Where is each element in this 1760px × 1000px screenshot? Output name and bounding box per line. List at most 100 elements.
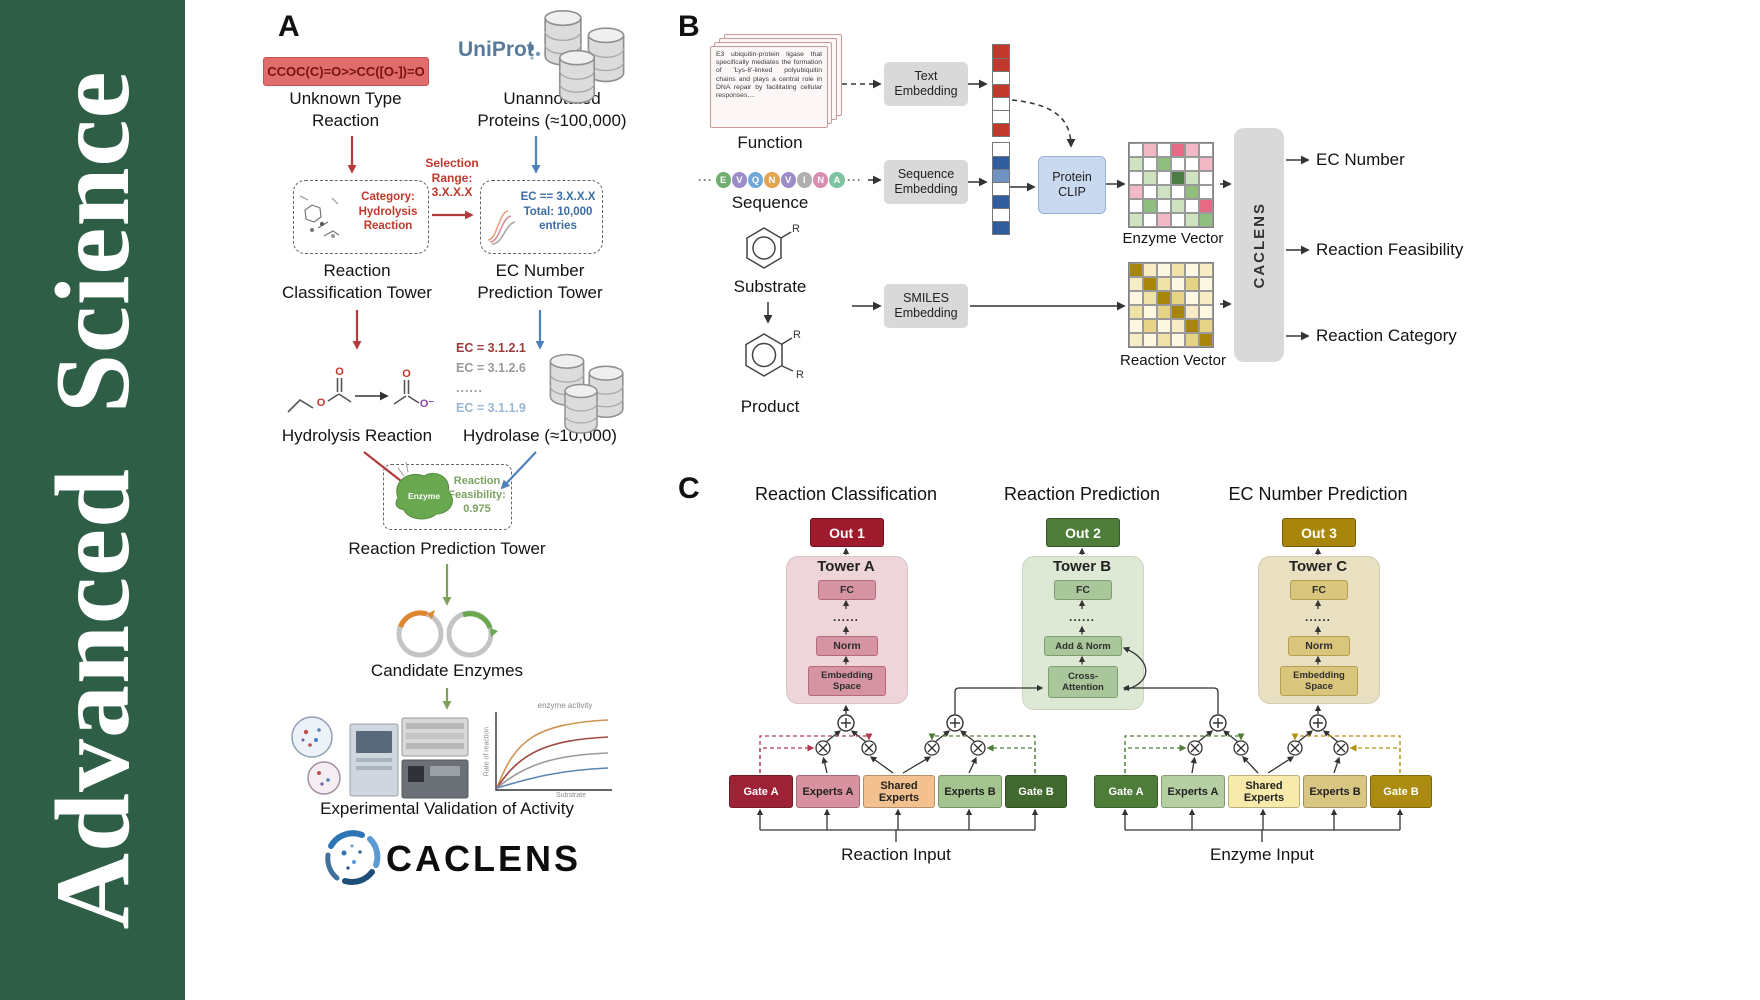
vector-cell xyxy=(993,58,1009,71)
sequence-embedding-box: Sequence Embedding xyxy=(884,160,968,204)
enzyme-input-label: Enzyme Input xyxy=(1210,845,1314,864)
output-reaction-category: Reaction Category xyxy=(1316,326,1457,345)
grid-cell xyxy=(1157,171,1171,185)
vector-cell xyxy=(993,182,1009,195)
grid-cell xyxy=(1157,333,1171,347)
unknown-reaction-label: Unknown Type Reaction xyxy=(289,89,402,130)
tower-b-add-norm: Add & Norm xyxy=(1044,636,1122,656)
ec-item: EC = 3.1.2.6 xyxy=(456,361,526,375)
gate-connectors xyxy=(759,733,1401,773)
oxygen-atom-label: O xyxy=(335,366,344,378)
grid-cell xyxy=(1185,277,1199,291)
grid-cell xyxy=(1129,291,1143,305)
grid-cell xyxy=(1199,157,1213,171)
grid-cell xyxy=(1129,319,1143,333)
grid-cell xyxy=(1185,305,1199,319)
substituent-label: R xyxy=(796,369,804,381)
category-label: Category: Hydrolysis Reaction xyxy=(358,191,418,232)
hydrolase-label: Hydrolase (≈10,000) xyxy=(463,426,617,445)
grid-cell xyxy=(1171,291,1185,305)
vector-cell xyxy=(993,208,1009,221)
vector-cell xyxy=(993,110,1009,123)
ec-item: EC = 3.1.2.1 xyxy=(456,341,526,355)
substituent-label: R xyxy=(793,329,801,341)
grid-cell xyxy=(1171,319,1185,333)
tower-b-fc: FC xyxy=(1054,580,1112,600)
grid-cell xyxy=(1129,143,1143,157)
grid-cell xyxy=(1157,291,1171,305)
tower-b-cross-attention: Cross- Attention xyxy=(1048,666,1118,698)
out2-box: Out 2 xyxy=(1046,518,1120,547)
candidate-enzymes-label: Candidate Enzymes xyxy=(370,661,524,680)
caclens-wordmark: CACLENS xyxy=(386,838,582,879)
experts-a-left: Experts A xyxy=(796,775,860,808)
residue-circle: N xyxy=(764,172,780,188)
ec-prediction-tower-label: EC Number Prediction Tower xyxy=(477,261,603,302)
selection-range-label: Selection Range: 3.X.X.X xyxy=(425,156,479,199)
sequence-label: Sequence xyxy=(731,193,809,212)
vector-cell xyxy=(993,143,1009,156)
residue-circle: I xyxy=(796,172,812,188)
residue-circle: A xyxy=(829,172,845,188)
grid-cell xyxy=(1185,185,1199,199)
enzyme-vector-label: Enzyme Vector xyxy=(1122,230,1224,247)
gate-a-right: Gate A xyxy=(1094,775,1158,808)
hydrolase-database-icon xyxy=(549,353,624,434)
grid-cell xyxy=(1129,333,1143,347)
grid-cell xyxy=(1143,319,1157,333)
grid-cell xyxy=(1171,263,1185,277)
oxygen-atom-label: O xyxy=(317,397,326,409)
grid-cell xyxy=(1199,333,1213,347)
grid-cell xyxy=(1129,171,1143,185)
grid-cell xyxy=(1171,213,1185,227)
tower-a-label: Tower A xyxy=(817,558,875,575)
out1-box: Out 1 xyxy=(810,518,884,547)
out3-box: Out 3 xyxy=(1282,518,1356,547)
shared-experts-right: Shared Experts xyxy=(1228,775,1300,808)
sequence-embedding-vector xyxy=(992,142,1010,235)
experts-a-right: Experts A xyxy=(1161,775,1225,808)
vector-cell xyxy=(993,195,1009,208)
smiles-embedding-box: SMILES Embedding xyxy=(884,284,968,328)
experts-b-right: Experts B xyxy=(1303,775,1367,808)
grid-cell xyxy=(1185,171,1199,185)
grid-cell xyxy=(1143,263,1157,277)
grid-cell xyxy=(1157,213,1171,227)
grid-cell xyxy=(1199,213,1213,227)
grid-cell xyxy=(1157,277,1171,291)
grid-cell xyxy=(1157,199,1171,213)
panel-b-label: B xyxy=(678,10,700,43)
graph-ylabel: Rate of reaction xyxy=(483,726,491,777)
unannotated-proteins-label: Unannotated Proteins (≈100,000) xyxy=(477,89,627,130)
tower-c-fc: FC xyxy=(1290,580,1348,600)
grid-cell xyxy=(1171,277,1185,291)
grid-cell xyxy=(1157,185,1171,199)
grid-cell xyxy=(1171,171,1185,185)
caclens-logo-icon xyxy=(325,830,381,885)
grid-cell xyxy=(1199,277,1213,291)
residue-circle: Q xyxy=(748,172,764,188)
grid-cell xyxy=(1185,199,1199,213)
grid-cell xyxy=(1129,157,1143,171)
residue-circle: V xyxy=(731,172,747,188)
grid-cell xyxy=(1129,185,1143,199)
tower-a-embedding-space: Embedding Space xyxy=(808,666,886,696)
tower-a-norm: Norm xyxy=(816,636,878,656)
feasibility-label: Reaction Feasibility: 0.975 xyxy=(448,475,506,515)
function-card-text: E3 ubiquitin-protein ligase that specifi… xyxy=(716,51,822,100)
sum-icon xyxy=(837,714,1327,732)
residue-circle: E xyxy=(715,172,731,188)
grid-cell xyxy=(1199,199,1213,213)
uniprot-logo: UniProt xyxy=(458,38,534,61)
grid-cell xyxy=(1157,143,1171,157)
hydrolysis-structure-icon: O O O O⁻ xyxy=(287,366,434,413)
substrate-label: Substrate xyxy=(733,277,807,296)
product-structure-icon: R R xyxy=(745,329,804,381)
grid-cell xyxy=(1199,291,1213,305)
gate-b-right: Gate B xyxy=(1370,775,1432,808)
gate-b-left: Gate B xyxy=(1005,775,1067,808)
ec-selection-label: EC == 3.X.X.X Total: 10,000 entries xyxy=(520,191,596,232)
grid-cell xyxy=(1143,143,1157,157)
grid-cell xyxy=(1129,213,1143,227)
